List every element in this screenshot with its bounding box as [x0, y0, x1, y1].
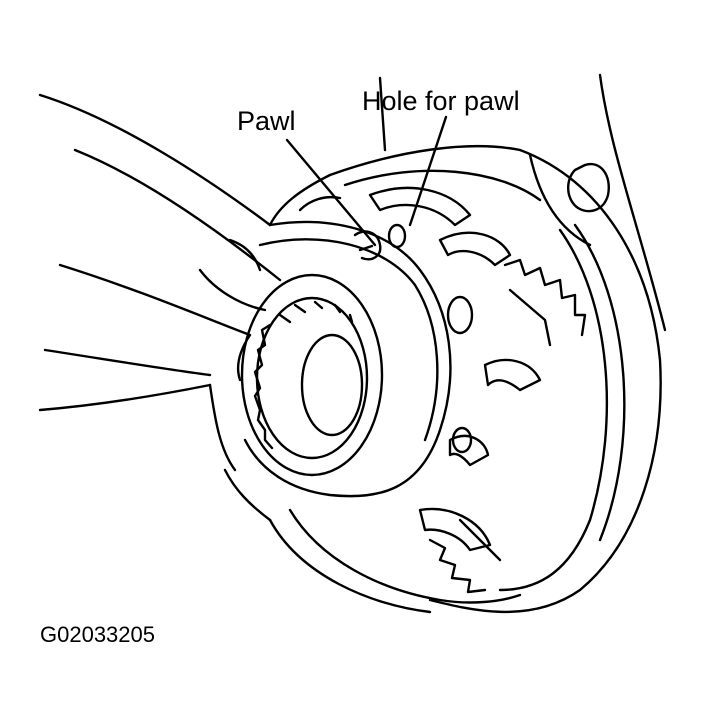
pawl-label: Pawl — [237, 106, 296, 136]
pawl-leader-line — [285, 138, 377, 247]
hole-for-pawl-label: Hole for pawl — [362, 86, 520, 116]
outer-housing — [268, 73, 667, 614]
leader-lines — [285, 115, 448, 247]
gear-teeth — [428, 258, 587, 594]
hand-and-tool — [38, 93, 282, 472]
drum-lugs — [368, 186, 542, 552]
housing-bracket — [528, 153, 610, 247]
figure-id-label: G02033205 — [40, 622, 155, 647]
hole-leader-line — [408, 115, 448, 227]
pawl — [353, 230, 382, 261]
splined-hub — [240, 273, 384, 477]
